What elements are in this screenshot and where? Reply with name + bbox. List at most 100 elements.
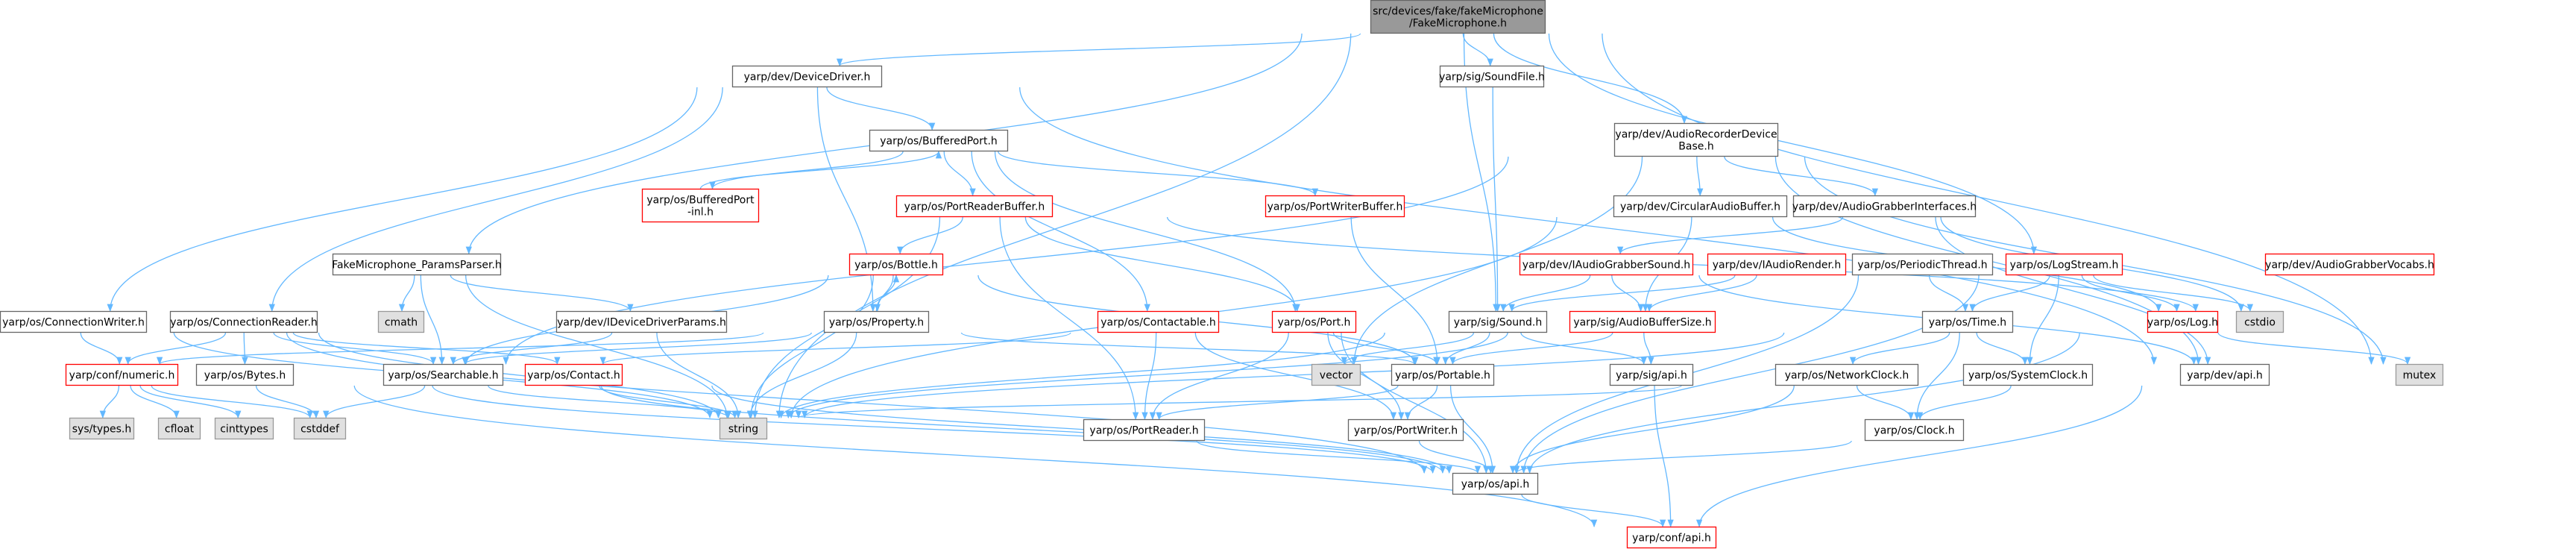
edge-sound-to-vector — [1341, 332, 1475, 366]
edge-numeric-to-cstddef — [151, 385, 313, 419]
node-searchable[interactable]: yarp/os/Searchable.h — [382, 363, 504, 386]
edge-devicedriver-to-devapi — [1019, 87, 2158, 366]
edge-logstream-to-systemclock — [2027, 275, 2059, 366]
edge-root-to-devicedriver — [837, 33, 1361, 67]
edge-portreaderbuffer-to-port — [1024, 216, 1300, 313]
node-grabbervocabs-label-0: yarp/dev/AudioGrabberVocabs.h — [2265, 260, 2434, 272]
node-portable-box — [1391, 363, 1495, 386]
edge-numeric-to-cfloat — [130, 385, 180, 419]
node-networkclock[interactable]: yarp/os/NetworkClock.h — [1774, 363, 1919, 386]
node-portreader-box — [1083, 418, 1206, 442]
node-vector-box — [1311, 363, 1361, 386]
node-portreaderbuffer-box — [895, 195, 1054, 218]
node-log[interactable]: yarp/os/Log.h — [2147, 310, 2219, 333]
node-sigapi[interactable]: yarp/sig/api.h — [1609, 363, 1694, 386]
node-port[interactable]: yarp/os/Port.h — [1271, 310, 1357, 333]
node-cmath-box — [377, 310, 425, 333]
node-iaudiograbbersound[interactable]: yarp/dev/IAudioGrabberSound.h — [1519, 253, 1694, 276]
edge-bufferedportinl-to-bufferedport — [699, 150, 942, 189]
node-audiobuffersize[interactable]: yarp/sig/AudioBufferSize.h — [1569, 310, 1716, 333]
node-portreader[interactable]: yarp/os/PortReader.h — [1083, 418, 1206, 442]
node-periodicthread[interactable]: yarp/os/PeriodicThread.h — [1851, 253, 1994, 276]
edge-portable-to-portwriter — [1404, 385, 1438, 421]
node-grabberifaces[interactable]: yarp/dev/AudioGrabberInterfaces.h — [1792, 195, 1977, 218]
node-numeric[interactable]: yarp/conf/numeric.h — [65, 363, 179, 386]
node-cstdio: cstdio — [2235, 310, 2284, 333]
node-osapi[interactable]: yarp/os/api.h — [1452, 472, 1539, 495]
node-portwriter-box — [1347, 418, 1464, 442]
node-cmath-label-0: cmath — [385, 317, 418, 329]
node-connectionwriter-label-0: yarp/os/ConnectionWriter.h — [2, 317, 145, 329]
edge-bufferedport-to-portreaderbuffer — [943, 151, 976, 197]
node-numeric-box — [65, 363, 179, 386]
edge-osapi-to-confapi — [1521, 494, 1666, 528]
node-log-box — [2147, 310, 2219, 333]
node-bufferedportinl-label-1: -inl.h — [687, 207, 714, 219]
node-cstddef-box — [293, 417, 347, 440]
node-connectionreader[interactable]: yarp/os/ConnectionReader.h — [169, 310, 318, 333]
node-sound[interactable]: yarp/sig/Sound.h — [1448, 310, 1548, 333]
node-circularaudio-box — [1613, 195, 1788, 218]
node-contact-box — [524, 363, 623, 386]
edge-log-to-mutex — [2217, 332, 2411, 366]
node-portwriterbuffer[interactable]: yarp/os/PortWriterBuffer.h — [1265, 195, 1405, 218]
node-circularaudio[interactable]: yarp/dev/CircularAudioBuffer.h — [1613, 195, 1788, 218]
node-cinttypes-label-0: cinttypes — [220, 424, 268, 436]
node-systemclock[interactable]: yarp/os/SystemClock.h — [1962, 363, 2094, 386]
node-root[interactable]: src/devices/fake/fakeMicrophone/FakeMicr… — [1370, 0, 1546, 34]
node-bytes-label-0: yarp/os/Bytes.h — [204, 370, 286, 382]
node-mutex-label-0: mutex — [2403, 370, 2437, 382]
node-bufferedport-label-0: yarp/os/BufferedPort.h — [880, 136, 998, 148]
node-cstddef: cstddef — [293, 417, 347, 440]
node-portreaderbuffer[interactable]: yarp/os/PortReaderBuffer.h — [895, 195, 1054, 218]
node-bottle[interactable]: yarp/os/Bottle.h — [848, 253, 944, 276]
node-searchable-box — [382, 363, 504, 386]
node-connectionwriter[interactable]: yarp/os/ConnectionWriter.h — [0, 310, 148, 333]
node-log-label-0: yarp/os/Log.h — [2147, 317, 2218, 329]
edge-portwriterbuffer-to-portable — [1350, 216, 1440, 366]
node-ideviceparams-box — [555, 310, 728, 333]
node-mutex: mutex — [2395, 363, 2444, 386]
node-property[interactable]: yarp/os/Property.h — [823, 310, 930, 333]
node-paramsparser-box — [332, 253, 502, 276]
edge-contactable-to-portreader — [1141, 332, 1157, 421]
node-property-label-0: yarp/os/Property.h — [829, 317, 924, 329]
node-grabbervocabs[interactable]: yarp/dev/AudioGrabberVocabs.h — [2264, 253, 2435, 276]
edge-grabberifaces-to-devapi — [1935, 216, 2211, 366]
node-osapi-box — [1452, 472, 1539, 495]
node-contactable-box — [1097, 310, 1220, 333]
node-bottle-box — [848, 253, 944, 276]
node-osapi-label-0: yarp/os/api.h — [1461, 479, 1529, 491]
node-cstdio-label-0: cstdio — [2244, 317, 2276, 329]
node-confapi[interactable]: yarp/conf/api.h — [1626, 526, 1717, 549]
node-iaudiorender-label-0: yarp/dev/IAudioRender.h — [1713, 260, 1842, 272]
edge-contactable-to-contact — [599, 332, 1071, 366]
node-sigapi-label-0: yarp/sig/api.h — [1616, 370, 1687, 382]
node-portable[interactable]: yarp/os/Portable.h — [1391, 363, 1495, 386]
node-contact[interactable]: yarp/os/Contact.h — [524, 363, 623, 386]
edge-time-to-networkclock — [1849, 332, 1950, 366]
node-logstream[interactable]: yarp/os/LogStream.h — [2005, 253, 2123, 276]
node-contactable[interactable]: yarp/os/Contactable.h — [1097, 310, 1220, 333]
node-devapi[interactable]: yarp/dev/api.h — [2179, 363, 2270, 386]
node-vector-label-0: vector — [1320, 370, 1353, 382]
node-devicedriver-box — [731, 65, 883, 88]
node-bytes[interactable]: yarp/os/Bytes.h — [195, 363, 295, 386]
node-clock[interactable]: yarp/os/Clock.h — [1864, 418, 1965, 442]
edge-devicedriver-to-connectionreader — [268, 87, 723, 313]
node-paramsparser[interactable]: FakeMicrophone_ParamsParser.h — [332, 253, 502, 276]
node-soundfile[interactable]: yarp/sig/SoundFile.h — [1439, 65, 1545, 88]
node-devicedriver[interactable]: yarp/dev/DeviceDriver.h — [731, 65, 883, 88]
node-networkclock-box — [1774, 363, 1919, 386]
edge-connectionreader-to-contact — [292, 332, 561, 366]
node-bufferedport[interactable]: yarp/os/BufferedPort.h — [869, 129, 1009, 152]
node-portwriter[interactable]: yarp/os/PortWriter.h — [1347, 418, 1464, 442]
node-ideviceparams[interactable]: yarp/dev/IDeviceDriverParams.h — [555, 310, 728, 333]
node-time[interactable]: yarp/os/Time.h — [1921, 310, 2014, 333]
node-cmath: cmath — [377, 310, 425, 333]
node-iaudiorender[interactable]: yarp/dev/IAudioRender.h — [1707, 253, 1847, 276]
node-bufferedportinl[interactable]: yarp/os/BufferedPort-inl.h — [641, 188, 760, 223]
node-bufferedportinl-box — [641, 188, 760, 223]
